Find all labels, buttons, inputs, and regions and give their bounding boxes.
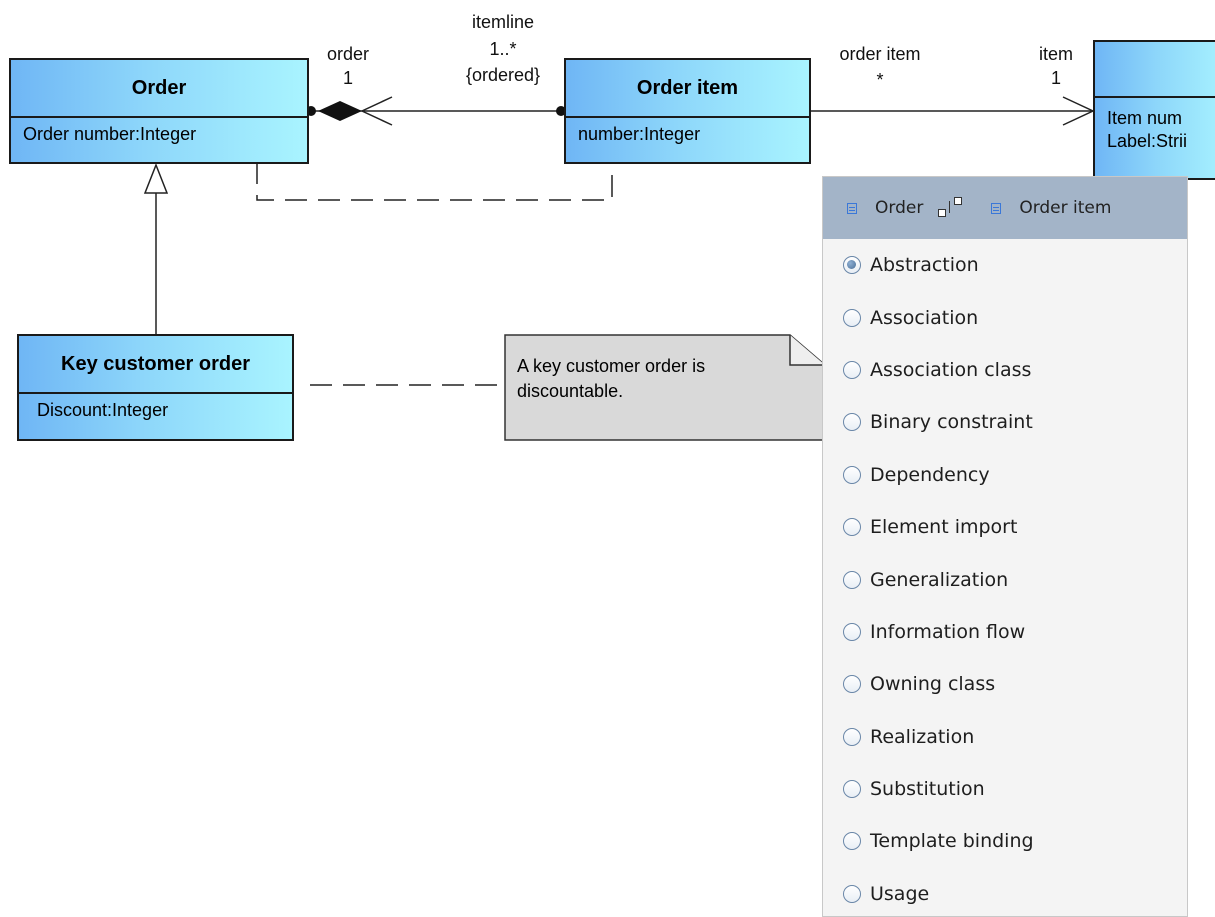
option-association-class[interactable]: Association class bbox=[823, 344, 1187, 396]
option-label: Association class bbox=[870, 358, 1032, 381]
radio-icon[interactable] bbox=[843, 727, 861, 746]
radio-selected-icon[interactable] bbox=[843, 256, 861, 275]
option-label: Realization bbox=[870, 725, 975, 748]
itemline-constraint-label: {ordered} bbox=[465, 65, 541, 85]
note-fold bbox=[789, 335, 825, 366]
option-label: Generalization bbox=[870, 568, 1009, 591]
option-abstraction[interactable]: Abstraction bbox=[823, 239, 1187, 291]
option-label: Information flow bbox=[870, 620, 1026, 643]
class-order-item-attribute: number:Integer bbox=[578, 124, 701, 144]
generalization-triangle bbox=[143, 162, 169, 194]
radio-icon[interactable] bbox=[843, 780, 861, 799]
option-label: Usage bbox=[870, 882, 930, 905]
class-item-attribute-2: Label:Strii bbox=[1107, 131, 1188, 151]
association-arrow-head bbox=[360, 96, 393, 126]
popup-source-label: Order bbox=[875, 198, 924, 218]
order-item-role-label: order item bbox=[839, 44, 921, 64]
option-dependency[interactable]: Dependency bbox=[823, 449, 1187, 501]
radio-icon[interactable] bbox=[843, 570, 861, 589]
option-label: Association bbox=[870, 306, 979, 329]
option-label: Substitution bbox=[870, 778, 985, 801]
connector-icon bbox=[937, 195, 965, 221]
dashed-link-line bbox=[256, 162, 613, 201]
option-generalization[interactable]: Generalization bbox=[823, 553, 1187, 605]
class-order-item-name: Order item bbox=[566, 60, 809, 118]
option-binary-constraint[interactable]: Binary constraint bbox=[823, 396, 1187, 448]
class-order-item[interactable]: Order item number:Integer bbox=[564, 58, 811, 164]
option-substitution[interactable]: Substitution bbox=[823, 763, 1187, 815]
order-multiplicity-label: 1 bbox=[342, 68, 353, 88]
option-information-flow[interactable]: Information flow bbox=[823, 606, 1187, 658]
option-realization[interactable]: Realization bbox=[823, 711, 1187, 763]
class-key-customer-order-name: Key customer order bbox=[19, 336, 292, 394]
class-icon bbox=[847, 202, 857, 214]
relationship-option-list: Abstraction Association Association clas… bbox=[823, 239, 1187, 916]
itemline-multiplicity-label: 1..* bbox=[489, 39, 517, 59]
option-template-binding[interactable]: Template binding bbox=[823, 815, 1187, 867]
association-end-dot-orderitem bbox=[556, 106, 566, 116]
option-label: Binary constraint bbox=[870, 411, 1033, 434]
order-role-label: order bbox=[326, 44, 370, 64]
radio-icon[interactable] bbox=[843, 413, 861, 432]
popup-target-label: Order item bbox=[1019, 198, 1112, 218]
option-element-import[interactable]: Element import bbox=[823, 501, 1187, 553]
option-owning-class[interactable]: Owning class bbox=[823, 658, 1187, 710]
class-order-name: Order bbox=[11, 60, 307, 118]
note-comment[interactable]: A key customer order is discountable. bbox=[505, 335, 825, 440]
order-item-multiplicity-label: * bbox=[876, 70, 884, 90]
option-label: Dependency bbox=[870, 463, 990, 486]
radio-icon[interactable] bbox=[843, 832, 861, 851]
radio-icon[interactable] bbox=[843, 884, 861, 903]
class-order[interactable]: Order Order number:Integer bbox=[9, 58, 309, 164]
radio-icon[interactable] bbox=[843, 675, 861, 694]
class-icon bbox=[991, 202, 1002, 214]
radio-icon[interactable] bbox=[843, 518, 861, 537]
option-association[interactable]: Association bbox=[823, 291, 1187, 343]
item-multiplicity-label: 1 bbox=[1050, 68, 1061, 88]
radio-icon[interactable] bbox=[843, 360, 861, 379]
popup-header: Order Order item bbox=[823, 177, 1187, 239]
class-item-name bbox=[1095, 42, 1215, 98]
composition-diamond bbox=[318, 101, 362, 121]
class-key-customer-order-attribute: Discount:Integer bbox=[37, 400, 169, 420]
class-order-attribute: Order number:Integer bbox=[23, 124, 197, 144]
option-label: Owning class bbox=[870, 673, 996, 696]
option-label: Template binding bbox=[870, 830, 1034, 853]
note-text-line-2: discountable. bbox=[517, 381, 624, 401]
itemline-role-label: itemline bbox=[471, 12, 535, 32]
class-key-customer-order[interactable]: Key customer order Discount:Integer bbox=[17, 334, 294, 441]
option-label: Abstraction bbox=[870, 254, 979, 277]
radio-icon[interactable] bbox=[843, 622, 861, 641]
class-item[interactable]: Item num Label:Strii bbox=[1093, 40, 1215, 180]
item-role-label: item bbox=[1038, 44, 1073, 64]
option-usage[interactable]: Usage bbox=[823, 868, 1187, 916]
relationship-type-popup[interactable]: Order Order item Abstraction Association… bbox=[822, 176, 1188, 917]
radio-icon[interactable] bbox=[843, 308, 861, 327]
class-item-attribute-1: Item num bbox=[1107, 108, 1183, 128]
option-label: Element import bbox=[870, 516, 1018, 539]
note-text-line-1: A key customer order is bbox=[517, 356, 706, 376]
radio-icon[interactable] bbox=[843, 465, 861, 484]
